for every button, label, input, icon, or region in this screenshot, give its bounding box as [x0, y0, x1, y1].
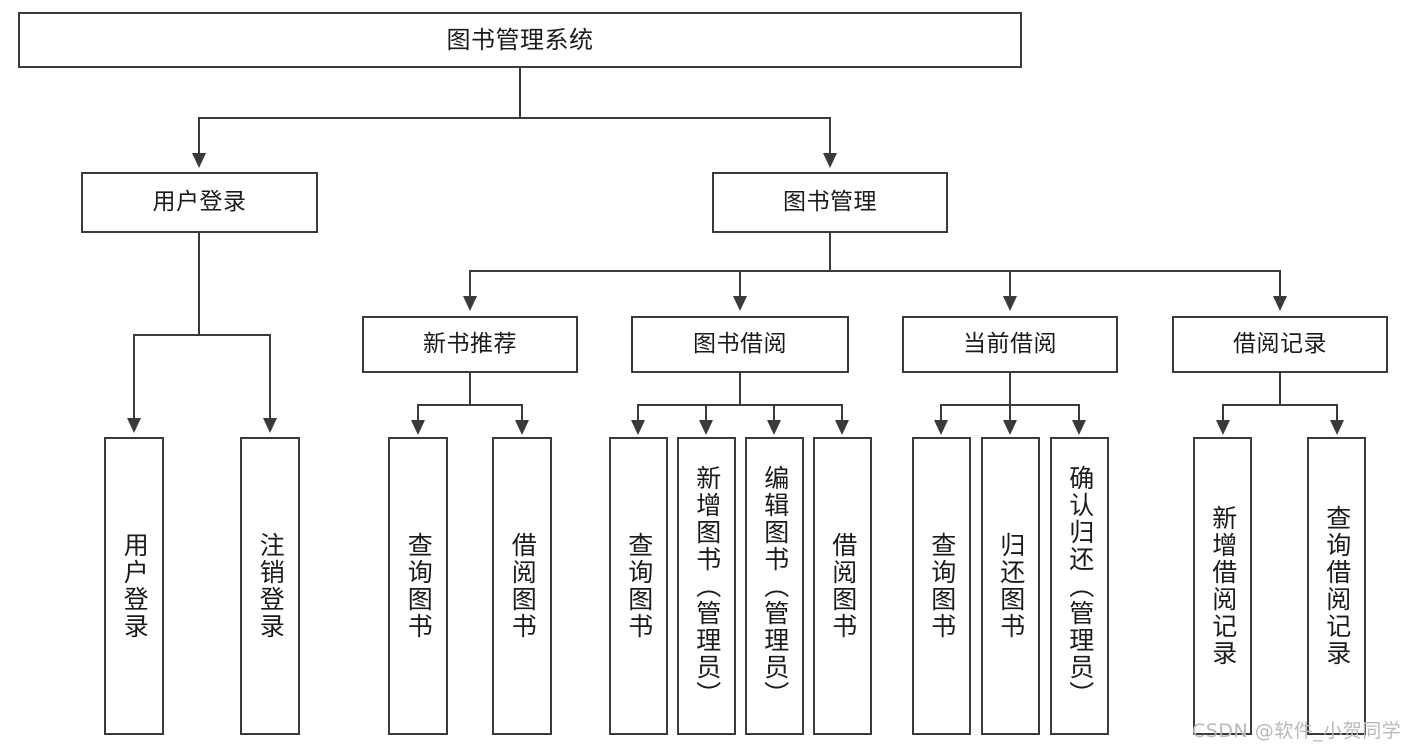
connector-book-mgmt-drop-2	[739, 270, 741, 298]
connector-current-drop-1	[940, 404, 942, 422]
connector-borrow-drop-3	[773, 404, 775, 422]
node-label: 查询图书	[624, 532, 654, 640]
connector-record-drop-2	[1336, 404, 1338, 422]
connector-book-mgmt-bus	[469, 270, 1281, 272]
connector-borrow-stem	[739, 373, 741, 406]
connector-user-login-bus	[133, 334, 271, 336]
leaf-recommend-borrow-book[interactable]: 借阅图书	[492, 437, 552, 735]
leaf-current-return-book[interactable]: 归还图书	[981, 437, 1040, 735]
connector-user-login-stem	[198, 233, 200, 335]
connector-borrow-drop-1	[637, 404, 639, 422]
arrow-down-icon	[733, 296, 747, 311]
node-label: 查询图书	[404, 532, 434, 640]
arrow-down-icon	[934, 420, 948, 435]
leaf-record-add-record[interactable]: 新增借阅记录	[1193, 437, 1252, 735]
leaf-user-login[interactable]: 用户登录	[104, 437, 164, 735]
arrow-down-icon	[1273, 296, 1287, 311]
connector-root-drop-left	[198, 117, 200, 157]
node-label: 新书推荐	[423, 330, 517, 357]
connector-book-mgmt-drop-3	[1009, 270, 1011, 298]
arrow-down-icon	[1072, 420, 1086, 435]
node-book-borrow[interactable]: 图书借阅	[631, 316, 849, 373]
node-label: 用户登录	[120, 532, 150, 640]
connector-recommend-drop-1	[417, 404, 419, 422]
node-label: 当前借阅	[963, 330, 1057, 357]
arrow-down-icon	[263, 418, 277, 433]
connector-record-drop-1	[1222, 404, 1224, 422]
node-label: 借阅图书	[828, 532, 858, 640]
connector-book-mgmt-stem	[829, 233, 831, 272]
node-new-book-recommend[interactable]: 新书推荐	[362, 316, 578, 373]
node-borrow-record[interactable]: 借阅记录	[1172, 316, 1388, 373]
connector-borrow-drop-4	[841, 404, 843, 422]
node-label: 借阅记录	[1233, 330, 1327, 357]
arrow-down-icon	[127, 418, 141, 433]
leaf-recommend-query-book[interactable]: 查询图书	[388, 437, 448, 735]
connector-current-stem	[1009, 373, 1011, 406]
node-label: 图书管理系统	[446, 25, 594, 54]
connector-user-login-drop-1	[133, 334, 135, 421]
node-label: 归还图书	[996, 532, 1026, 640]
node-label: 用户登录	[152, 188, 247, 215]
node-label: 新增借阅记录	[1208, 505, 1238, 667]
node-root-system[interactable]: 图书管理系统	[18, 12, 1022, 68]
arrow-down-icon	[835, 420, 849, 435]
node-book-management[interactable]: 图书管理	[712, 172, 948, 233]
connector-borrow-drop-2	[705, 404, 707, 422]
connector-user-login-drop-2	[269, 334, 271, 421]
node-user-login[interactable]: 用户登录	[81, 172, 318, 233]
node-label: 编辑图书（管理员）	[760, 464, 790, 708]
leaf-borrow-borrow-book[interactable]: 借阅图书	[813, 437, 872, 735]
leaf-current-confirm-return[interactable]: 确认归还（管理员）	[1050, 437, 1109, 735]
node-label: 借阅图书	[508, 532, 538, 640]
connector-root-stem	[519, 68, 521, 118]
connector-root-drop-right	[829, 117, 831, 157]
connector-record-bus	[1222, 404, 1338, 406]
connector-book-mgmt-drop-1	[469, 270, 471, 298]
node-label: 确认归还（管理员）	[1065, 464, 1095, 708]
arrow-down-icon	[823, 153, 837, 168]
node-current-borrow[interactable]: 当前借阅	[902, 316, 1118, 373]
connector-recommend-bus	[417, 404, 523, 406]
arrow-down-icon	[631, 420, 645, 435]
leaf-borrow-edit-book[interactable]: 编辑图书（管理员）	[745, 437, 804, 735]
leaf-current-query-book[interactable]: 查询图书	[912, 437, 971, 735]
leaf-borrow-query-book[interactable]: 查询图书	[609, 437, 668, 735]
arrow-down-icon	[767, 420, 781, 435]
connector-recommend-stem	[469, 373, 471, 406]
arrow-down-icon	[1003, 296, 1017, 311]
arrow-down-icon	[699, 420, 713, 435]
connector-borrow-bus	[637, 404, 843, 406]
node-label: 注销登录	[256, 532, 286, 640]
connector-record-stem	[1279, 373, 1281, 406]
leaf-record-query-record[interactable]: 查询借阅记录	[1307, 437, 1366, 735]
node-label: 图书借阅	[693, 330, 787, 357]
node-label: 图书管理	[783, 188, 877, 215]
arrow-down-icon	[411, 420, 425, 435]
connector-root-bus	[198, 117, 831, 119]
connector-recommend-drop-2	[521, 404, 523, 422]
connector-current-drop-2	[1009, 404, 1011, 422]
connector-book-mgmt-drop-4	[1279, 270, 1281, 298]
arrow-down-icon	[515, 420, 529, 435]
node-label: 查询图书	[927, 532, 957, 640]
arrow-down-icon	[1003, 420, 1017, 435]
leaf-borrow-add-book[interactable]: 新增图书（管理员）	[677, 437, 736, 735]
leaf-logout[interactable]: 注销登录	[240, 437, 300, 735]
arrow-down-icon	[1216, 420, 1230, 435]
arrow-down-icon	[463, 296, 477, 311]
node-label: 新增图书（管理员）	[692, 464, 722, 708]
connector-current-drop-3	[1078, 404, 1080, 422]
node-label: 查询借阅记录	[1322, 505, 1352, 667]
arrow-down-icon	[1330, 420, 1344, 435]
arrow-down-icon	[192, 153, 206, 168]
